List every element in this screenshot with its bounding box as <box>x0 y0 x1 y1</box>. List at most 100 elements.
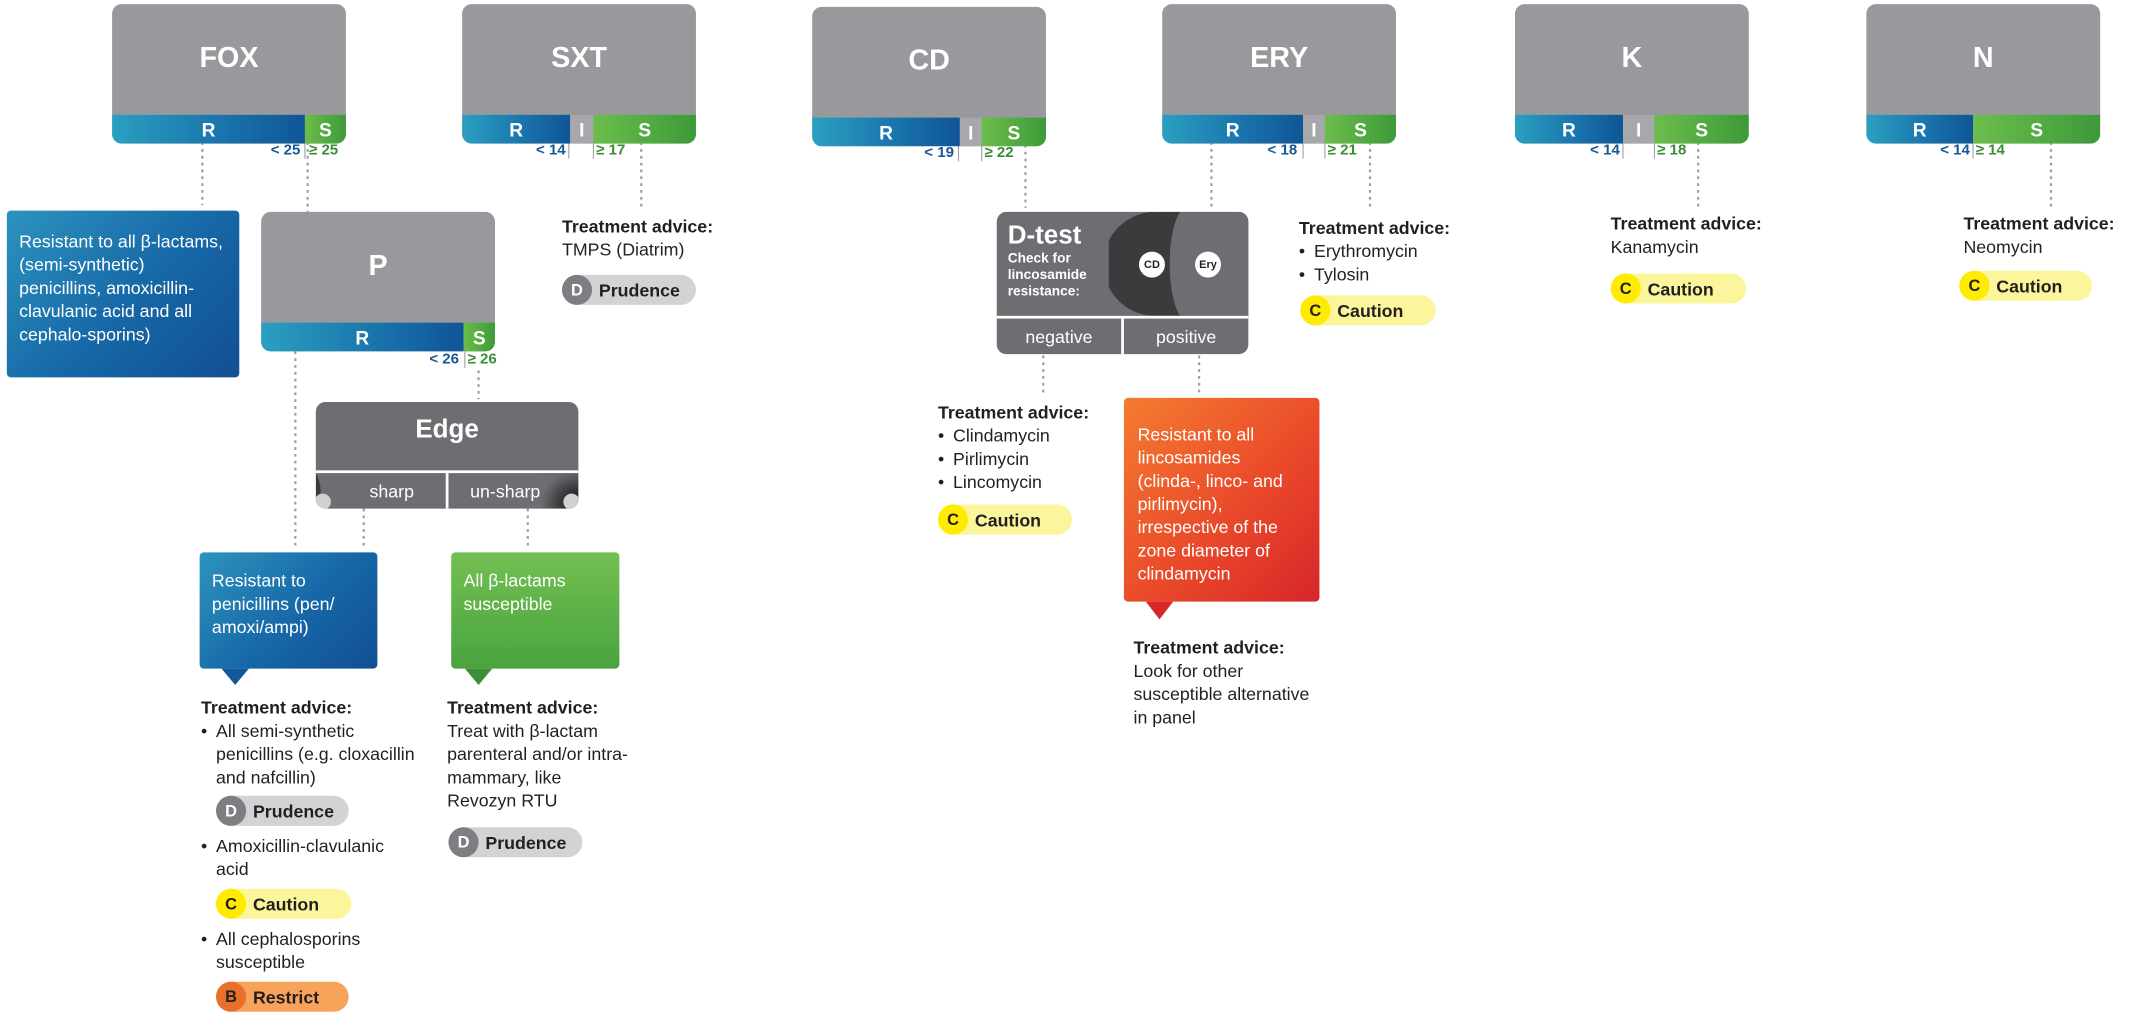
prudence-badge-letter: D <box>216 795 247 826</box>
n-header: N R S <box>1866 4 2101 144</box>
advice-k: Treatment advice: Kanamycin <box>1611 212 1802 258</box>
k-intermediate-segment: I <box>1622 114 1655 144</box>
advice-dtest-positive: Treatment advice: Look for other suscept… <box>1133 636 1311 729</box>
fox-breakpoint-resistant: < 25 <box>270 142 301 159</box>
ery-breakpoint-susceptible: ≥ 21 <box>1327 142 1357 159</box>
cd-breakpoint-resistant: < 19 <box>924 144 954 162</box>
caution-badge-label: Caution <box>1647 278 1714 299</box>
fox-resistant-box: Resistant to all β-lactams, (semi-synthe… <box>6 210 240 378</box>
advice-penicillin-item3: •All cephalosporins susceptible <box>201 927 420 973</box>
advice-title: Treatment advice: <box>561 216 714 237</box>
prudence-badge-letter: D <box>448 827 479 858</box>
p-breakpoint-resistant: < 26 <box>429 351 460 368</box>
sxt-intermediate-segment: I <box>570 114 594 144</box>
p-breakpoint-susceptible: ≥ 26 <box>467 351 497 368</box>
caution-badge-letter: C <box>216 888 247 919</box>
caution-badge-label: Caution <box>974 509 1042 530</box>
advice-title: Treatment advice: <box>937 401 1090 423</box>
ery-resistant-segment: R <box>1162 114 1304 144</box>
caution-badge-label: Caution <box>1996 275 2063 297</box>
n-breakpoint-resistant: < 14 <box>1940 142 1970 159</box>
ery-header: ERY R I S <box>1162 4 1397 144</box>
advice-item-text: Pirlimycin <box>953 448 1030 469</box>
k-breakpoint-bar: R I S <box>1514 114 1749 144</box>
advice-item-text: All cephalosporins susceptible <box>216 928 361 973</box>
sxt-resistant-segment: R <box>462 114 571 144</box>
sxt-breakpoint-bar: R I S <box>462 114 696 144</box>
fox-breakpoint-bar: R S <box>112 114 346 144</box>
cd-susceptible-segment: S <box>981 117 1046 147</box>
d-test-subtitle: Check for lincosamide resistance: <box>1007 251 1087 300</box>
prudence-badge-label: Prudence <box>598 279 680 301</box>
unsharp-zone-icon <box>540 473 579 509</box>
cd-intermediate-segment: I <box>959 117 982 147</box>
lincosamide-resistant-box: Resistant to all lincosamides (clinda-, … <box>1123 397 1320 602</box>
p-name: P <box>368 250 388 282</box>
k-breakpoint-susceptible: ≥ 18 <box>1657 142 1687 159</box>
advice-item-text: Lincomycin <box>953 471 1042 493</box>
fox-breakpoint-susceptible: ≥ 25 <box>309 142 339 159</box>
edge-sharp-option: sharp <box>315 473 446 509</box>
sxt-header: SXT R I S <box>462 4 696 144</box>
sxt-name: SXT <box>551 42 607 74</box>
advice-title: Treatment advice: <box>1610 213 1762 234</box>
fox-name: FOX <box>199 42 259 74</box>
advice-dtest-negative: Treatment advice: •Clindamycin •Pirlimyc… <box>938 401 1116 494</box>
prudence-badge-label: Prudence <box>485 832 567 853</box>
restrict-badge-label: Restrict <box>252 986 320 1008</box>
prudence-badge: D Prudence <box>561 274 696 305</box>
advice-title: Treatment advice: <box>200 697 353 718</box>
caution-badge-label: Caution <box>252 893 320 915</box>
d-test-positive-option: positive <box>1121 318 1248 355</box>
advice-penicillin-item2: •Amoxicillin-clavulanic acid <box>201 834 420 880</box>
n-resistant-segment: R <box>1866 114 1974 144</box>
advice-item-text: Tylosin <box>1313 263 1370 285</box>
advice-item-text: All semi-synthetic penicillins (e.g. clo… <box>216 720 415 788</box>
advice-betalactam-susceptible: Treatment advice: Treat with β-lactam pa… <box>447 696 632 812</box>
p-breakpoint-bar: R S <box>261 322 495 352</box>
penicillin-resistant-box: Resistant to penicillins (pen/ amoxi/amp… <box>199 552 378 669</box>
k-header: K R I S <box>1514 4 1749 144</box>
caution-badge: C Caution <box>1610 273 1747 304</box>
caution-badge: C Caution <box>1959 270 2092 301</box>
k-name: K <box>1621 42 1643 74</box>
edge-sharp-label: sharp <box>369 480 414 502</box>
advice-sxt: Treatment advice: TMPS (Diatrim) <box>562 215 753 261</box>
cd-disc-icon: CD <box>1138 251 1165 278</box>
caution-badge: C Caution <box>1300 295 1436 326</box>
fox-header: FOX R S <box>112 4 346 144</box>
restrict-badge-letter: B <box>216 981 247 1012</box>
caution-badge-label: Caution <box>1337 300 1404 321</box>
advice-text: Treat with β-lactam parenteral and/or in… <box>447 720 628 811</box>
edge-unsharp-option: un-sharp <box>445 473 579 509</box>
edge-test-title: Edge <box>415 415 479 445</box>
n-breakpoint-susceptible: ≥ 14 <box>1975 142 2005 159</box>
d-test-options: negative positive <box>996 315 1249 355</box>
advice-title: Treatment advice: <box>1963 213 2115 234</box>
caution-badge-letter: C <box>1610 273 1641 304</box>
advice-item: •All semi-synthetic penicillins (e.g. cl… <box>201 719 420 789</box>
caution-badge: C Caution <box>937 504 1072 535</box>
advice-text: Kanamycin <box>1610 236 1699 258</box>
k-breakpoint-resistant: < 14 <box>1590 142 1620 159</box>
edge-test-box: Edge sharp un-sharp <box>315 401 579 509</box>
d-test-box: D-test Check for lincosamide resistance:… <box>996 211 1249 355</box>
ery-name: ERY <box>1250 42 1309 74</box>
edge-unsharp-label: un-sharp <box>470 480 541 502</box>
sharp-zone-icon <box>315 473 331 509</box>
advice-item: •Tylosin <box>1298 263 1370 285</box>
fox-susceptible-segment: S <box>304 114 346 144</box>
d-test-title: D-test <box>1007 221 1082 251</box>
advice-text: TMPS (Diatrim) <box>561 239 685 260</box>
cd-breakpoint-bar: R I S <box>812 117 1046 147</box>
sxt-breakpoint-susceptible: ≥ 17 <box>596 142 626 159</box>
n-susceptible-segment: S <box>1973 114 2101 144</box>
caution-badge: C Caution <box>216 888 352 919</box>
n-name: N <box>1972 42 1994 74</box>
p-resistant-segment: R <box>261 322 464 352</box>
advice-item-text: Clindamycin <box>953 425 1050 446</box>
advice-title: Treatment advice: <box>1133 637 1285 658</box>
advice-n: Treatment advice: Neomycin <box>1963 212 2133 258</box>
restrict-badge: B Restrict <box>216 981 349 1012</box>
advice-text: Neomycin <box>1963 236 2043 258</box>
